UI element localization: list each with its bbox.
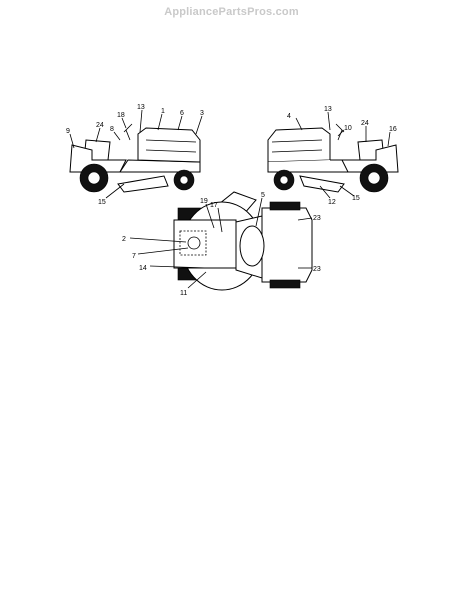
tractor-right-side-view: 4 13 10 24 16 12 15 [267, 106, 399, 206]
callout-left-6: 6 [180, 110, 184, 117]
steering-column [239, 225, 265, 267]
callout-top-23: 23 [313, 215, 321, 222]
callout-left-1: 1 [161, 108, 165, 115]
callout-top-17: 17 [210, 202, 218, 209]
callout-top-14: 14 [139, 265, 147, 272]
callout-left-8: 8 [110, 126, 114, 133]
hood [137, 127, 201, 163]
callout-right-24: 24 [361, 120, 369, 127]
callout-right-15: 15 [352, 195, 360, 202]
callout-top-19: 19 [200, 198, 208, 205]
callout-right-12: 12 [328, 199, 336, 206]
hood [267, 127, 331, 163]
hood-lines [145, 139, 197, 153]
mower-deck [299, 175, 345, 193]
callout-right-13: 13 [324, 106, 332, 113]
callout-top-11: 11 [180, 290, 187, 297]
callout-left-9: 9 [66, 128, 70, 135]
hood [261, 207, 313, 283]
steering-wheel [123, 123, 133, 141]
tractor-top-view: 19 17 5 23 2 7 14 11 23 [122, 191, 321, 297]
callout-left-24: 24 [96, 122, 104, 129]
rear-fender [341, 144, 399, 173]
hood-lines [271, 139, 323, 153]
steering-wheel [335, 123, 345, 141]
callout-left-15: 15 [98, 199, 106, 206]
tractor-left-side-view: 9 24 18 8 13 1 6 3 15 [66, 104, 204, 206]
callout-right-16: 16 [389, 126, 397, 133]
site-watermark: AppliancePartsPros.com [164, 6, 299, 18]
rear-fender [69, 144, 127, 173]
callout-right-10: 10 [344, 125, 352, 132]
callout-left-3: 3 [200, 110, 204, 117]
callout-left-13: 13 [137, 104, 145, 111]
callout-left-18: 18 [117, 112, 125, 119]
callout-top-5: 5 [261, 192, 265, 199]
mower-deck [117, 175, 169, 193]
callout-top-23b: 23 [313, 266, 321, 273]
callout-right-4: 4 [287, 113, 291, 120]
front-tire-top [269, 201, 301, 211]
front-tire-bottom [269, 279, 301, 289]
callout-top-7: 7 [132, 253, 136, 260]
callout-top-2: 2 [122, 236, 126, 243]
